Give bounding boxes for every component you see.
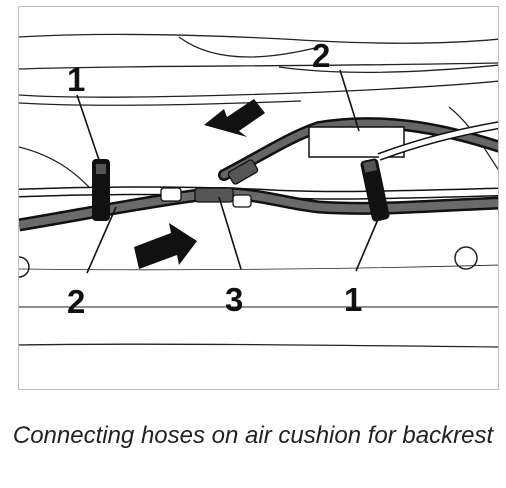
arrow-icon-lower bbox=[134, 223, 197, 269]
hose-connector bbox=[160, 159, 259, 208]
figure-caption: Connecting hoses on air cushion for back… bbox=[12, 422, 494, 449]
arrow-icon-upper bbox=[204, 99, 265, 137]
hose-illustration: 1 2 2 3 1 bbox=[19, 33, 498, 348]
callout-retainer-left: 1 bbox=[67, 61, 85, 98]
mounting-hole bbox=[454, 246, 478, 270]
diagram-frame: 1 2 2 3 1 bbox=[18, 6, 499, 390]
leader-lines bbox=[76, 69, 380, 274]
retainer-clip-left bbox=[92, 159, 110, 221]
retainer-clip-right bbox=[360, 158, 390, 222]
callout-connector: 3 bbox=[225, 281, 243, 318]
callout-hose-left: 2 bbox=[67, 283, 85, 320]
callout-retainer-right: 1 bbox=[344, 281, 362, 318]
hose-sleeve bbox=[308, 126, 405, 158]
seat-structure bbox=[19, 33, 498, 348]
mounting-hole-edge bbox=[19, 256, 30, 278]
callout-hose-top: 2 bbox=[312, 37, 330, 74]
